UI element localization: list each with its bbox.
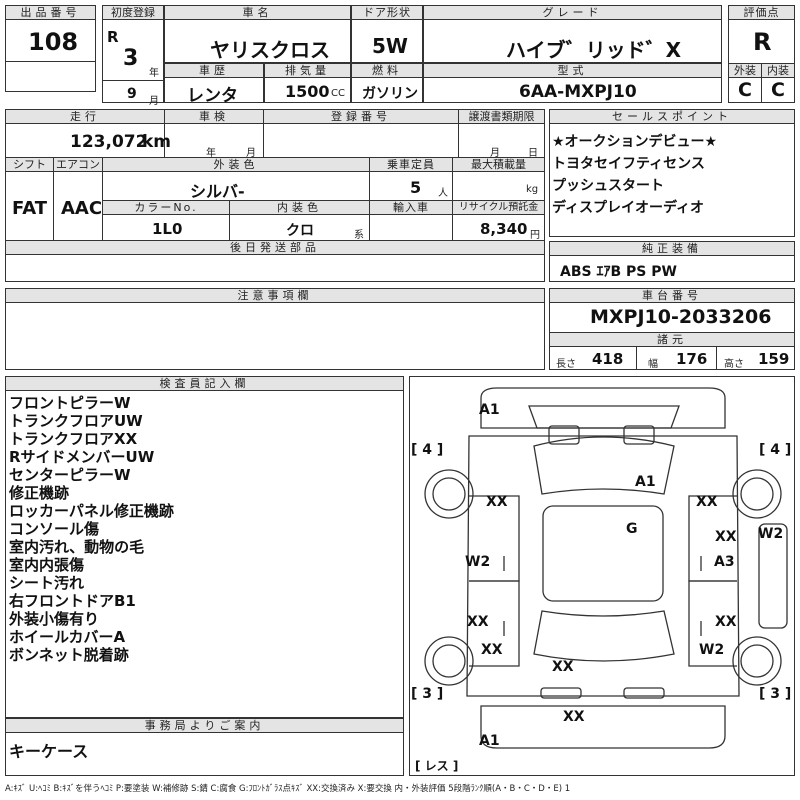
grade-box: グレード ハイブ゛リッド゛X: [423, 5, 722, 63]
reg-month: 9: [127, 86, 137, 102]
fuel-value: ガソリン: [362, 86, 418, 102]
color-value: シルバ-: [190, 182, 245, 201]
inspector-line: 修正機跡: [9, 484, 70, 502]
tire-depth: [ 4 ]: [411, 442, 443, 458]
damage-mark: XX: [696, 494, 718, 510]
interior-score: C: [771, 79, 785, 101]
inspector-line: フロントピラーW: [9, 394, 131, 412]
inspector-line: トランクフロアXX: [9, 430, 138, 448]
inspector-line: 右フロントドアB1: [9, 592, 136, 610]
shift-value: FAT: [12, 198, 48, 219]
score-value: R: [753, 28, 772, 56]
exterior-score: C: [738, 79, 752, 101]
inspector-line: ロッカーパネル修正機跡: [9, 502, 174, 520]
tire-depth: [ 4 ]: [759, 442, 791, 458]
score-box: 評価点 R 外装 内装 C C: [728, 5, 795, 103]
inspector-line: ホイールカバーA: [9, 628, 126, 646]
inspector-line: コンソール傷: [9, 520, 100, 538]
damage-mark: W2: [699, 642, 724, 658]
lot-box: 出品番号 108: [5, 5, 96, 92]
fuel-box: 燃料 ガソリン: [351, 63, 423, 103]
car-name: ヤリスクロス: [210, 38, 330, 62]
inspector-line: 外装小傷有り: [9, 610, 100, 628]
damage-mark: W2: [465, 554, 490, 570]
grade-value: ハイブ゛リッド゛X: [506, 38, 682, 62]
sales-points-box: セールスポイント ★オークションデビュー★ トヨタセイフティセンス プッシュスタ…: [549, 109, 795, 237]
lot-label: 出品番号: [6, 6, 95, 20]
damage-mark: G: [626, 521, 638, 537]
damage-mark: XX: [715, 529, 737, 545]
sales-point: ★オークションデビュー★: [552, 134, 718, 150]
office-text: キーケース: [9, 742, 89, 761]
damage-mark: XX: [486, 494, 508, 510]
spare-tire: [ レス ]: [415, 759, 458, 773]
recycle-fee: 8,340: [480, 220, 528, 238]
inspector-line: トランクフロアUW: [9, 412, 143, 430]
legend: A:ｷｽﾞ U:ﾍｺﾐ B:ｷｽﾞを伴うﾍｺﾐ P:要塗装 W:補修跡 S:錆 …: [5, 784, 571, 794]
chassis-number: MXPJ10-2033206: [590, 306, 772, 328]
displacement-value: 1500: [285, 82, 330, 101]
damage-mark: A1: [635, 474, 656, 490]
length-value: 418: [592, 350, 624, 368]
tire-depth: [ 3 ]: [411, 686, 443, 702]
office-box: 事務局よりご案内 キーケース: [5, 718, 404, 776]
sales-point: ディスプレイオーディオ: [552, 200, 705, 216]
capacity-value: 5: [410, 178, 422, 197]
door-box: ドア形状 5W: [351, 5, 423, 63]
displacement-box: 排気量 1500 CC: [264, 63, 351, 103]
damage-mark: XX: [563, 709, 585, 725]
model-box: 型式 6AA-MXPJ10: [423, 63, 722, 103]
width-value: 176: [676, 350, 708, 368]
color-number: 1L0: [152, 220, 183, 238]
inspector-box: 検査員記入欄 フロントピラーW トランクフロアUW トランクフロアXX Rサイド…: [5, 376, 404, 718]
vehicle-detail-block: [5, 109, 545, 282]
damage-mark: A1: [479, 402, 500, 418]
inspector-line: 室内汚れ、動物の毛: [9, 538, 145, 556]
damage-mark: XX: [467, 614, 489, 630]
inspector-line: ボンネット脱着跡: [9, 646, 129, 664]
registration-box: 初度登録 R 3 年 9 月: [102, 5, 164, 107]
tire-depth: [ 3 ]: [759, 686, 791, 702]
history-box: 車歴 レンタ: [164, 63, 264, 106]
damage-mark: A1: [479, 733, 500, 749]
inspector-line: 室内内張傷: [9, 556, 85, 574]
name-box: 車名 ヤリスクロス: [164, 5, 351, 63]
inspector-line: センターピラーW: [9, 466, 131, 484]
inspector-line: RサイドメンバーUW: [9, 448, 155, 466]
model-code: 6AA-MXPJ10: [519, 82, 637, 102]
door-type: 5W: [372, 34, 408, 58]
equipment-value: ABS ｴｱB PS PW: [560, 264, 677, 280]
damage-mark: W2: [758, 526, 783, 542]
sales-point: プッシュスタート: [552, 178, 664, 194]
reg-era: R: [107, 28, 119, 46]
chassis-box: 車台番号 MXPJ10-2033206 諸元 長さ 418 幅 176 高さ 1…: [549, 288, 795, 370]
notes-box: 注意事項欄: [5, 288, 545, 370]
mileage-value: 123,072: [70, 132, 148, 152]
equipment-box: 純正装備 ABS ｴｱB PS PW: [549, 241, 795, 282]
damage-mark: XX: [481, 642, 503, 658]
damage-mark: XX: [552, 659, 574, 675]
sales-point: トヨタセイフティセンス: [552, 156, 705, 172]
car-damage-diagram: A1 A1 XX XX G XX W2 W2 A3 XX XX XX W2 XX…: [409, 376, 795, 776]
interior-color: クロ: [286, 223, 314, 239]
height-value: 159: [758, 350, 790, 368]
lot-number: 108: [28, 28, 79, 56]
history-value: レンタ: [187, 86, 238, 106]
reg-year: 3: [123, 46, 139, 71]
damage-mark: XX: [715, 614, 737, 630]
damage-mark: A3: [714, 554, 735, 570]
aircon-value: AAC: [61, 198, 103, 219]
inspector-line: シート汚れ: [9, 574, 85, 592]
